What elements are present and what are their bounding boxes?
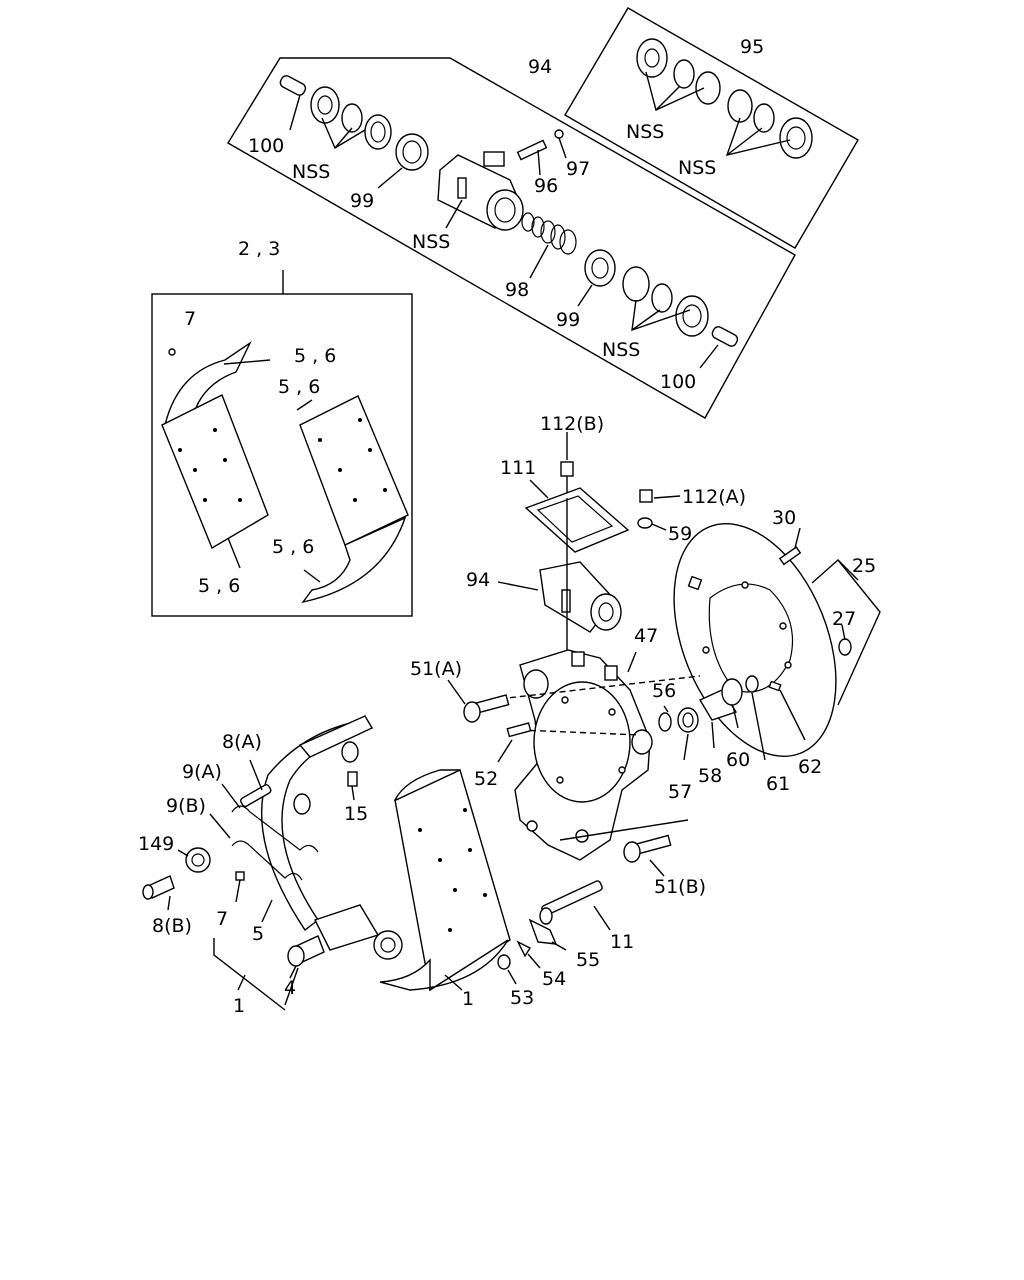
label-99-lower: 99 (556, 309, 580, 331)
label-nss-kit-95-right: NSS (678, 157, 716, 179)
brake-shoe-right (373, 769, 511, 992)
label-5-6-a: 5 , 6 (294, 345, 336, 367)
label-61: 61 (766, 773, 790, 795)
label-nss-lower: NSS (602, 339, 640, 361)
label-112b: 112(B) (540, 413, 604, 435)
label-100-lower: 100 (660, 371, 696, 393)
label-7-shoe: 7 (216, 908, 228, 930)
label-9a: 9(A) (182, 761, 222, 783)
label-30: 30 (772, 507, 796, 529)
label-47: 47 (634, 625, 658, 647)
label-111: 111 (500, 457, 536, 479)
label-5-6-d: 5 , 6 (198, 575, 240, 597)
label-5-6-b: 5 , 6 (278, 376, 320, 398)
cylinder-mounting-parts (497, 432, 681, 650)
label-5: 5 (252, 923, 264, 945)
label-98: 98 (505, 279, 529, 301)
label-94-cylinder: 94 (466, 569, 490, 591)
brake-shoe-left (142, 715, 380, 1011)
label-51b: 51(B) (654, 876, 706, 898)
label-1-right: 1 (462, 988, 474, 1010)
label-54: 54 (542, 968, 566, 990)
label-4: 4 (284, 977, 296, 999)
label-52: 52 (474, 768, 498, 790)
label-97: 97 (566, 158, 590, 180)
wheel-cylinder-kit-frame (227, 7, 859, 419)
label-57: 57 (668, 781, 692, 803)
label-96: 96 (534, 175, 558, 197)
shoe-pin-parts (497, 880, 611, 985)
label-55: 55 (576, 949, 600, 971)
label-1-left: 1 (233, 995, 245, 1017)
label-15: 15 (344, 803, 368, 825)
label-7-box: 7 (184, 308, 196, 330)
label-51a: 51(A) (410, 658, 462, 680)
label-8b: 8(B) (152, 915, 192, 937)
label-11: 11 (610, 931, 634, 953)
lining-kit-box (151, 270, 413, 617)
part-callout-labels: 94 95 100 NSS NSS 99 96 97 NSS NSS 98 99… (138, 36, 876, 1017)
label-58: 58 (698, 765, 722, 787)
label-5-6-c: 5 , 6 (272, 536, 314, 558)
label-60: 60 (726, 749, 750, 771)
label-112a: 112(A) (682, 486, 746, 508)
label-59: 59 (668, 523, 692, 545)
label-nss-upper-left: NSS (292, 161, 330, 183)
label-94-kit: 94 (528, 56, 552, 78)
label-95: 95 (740, 36, 764, 58)
label-nss-cylinder: NSS (412, 231, 450, 253)
label-25: 25 (852, 555, 876, 577)
label-27: 27 (832, 608, 856, 630)
brake-spider-bracket (447, 649, 701, 877)
label-56: 56 (652, 680, 676, 702)
label-9b: 9(B) (166, 795, 206, 817)
label-2-3: 2 , 3 (238, 238, 280, 260)
label-8a: 8(A) (222, 731, 262, 753)
lining-rivet-holes (178, 418, 387, 502)
label-100-upper: 100 (248, 135, 284, 157)
seal-bushing-parts (658, 675, 806, 761)
label-nss-kit-95-left: NSS (626, 121, 664, 143)
label-149: 149 (138, 833, 174, 855)
label-99-upper: 99 (350, 190, 374, 212)
wheel-cylinder-exploded-parts (279, 38, 813, 369)
label-62: 62 (798, 756, 822, 778)
label-53: 53 (510, 987, 534, 1009)
